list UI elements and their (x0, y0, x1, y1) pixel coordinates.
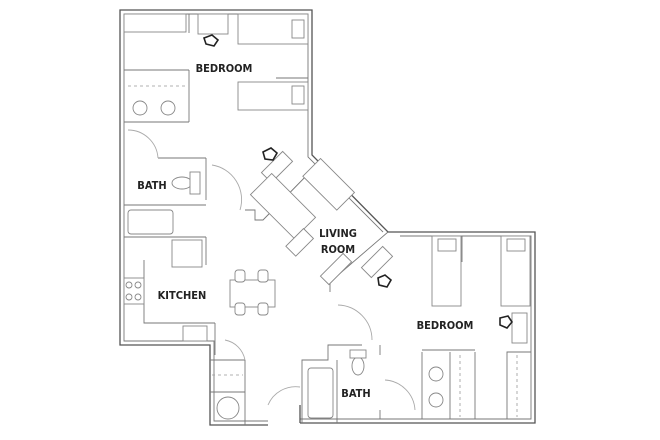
chair-icon (202, 34, 220, 47)
door-entry (267, 386, 301, 406)
room-label-bedroom-1: BEDROOM (196, 62, 253, 75)
door-bath-1 (127, 129, 159, 159)
room-label-room: ROOM (321, 243, 355, 256)
room-label-bath-1: BATH (137, 179, 166, 192)
furniture (123, 13, 531, 420)
room-label-kitchen: KITCHEN (158, 289, 207, 302)
room-labels: BEDROOM BATH KITCHEN LIVING ROOM BEDROOM… (137, 62, 473, 400)
room-label-bedroom-2: BEDROOM (417, 319, 474, 332)
interior-walls (124, 14, 531, 425)
room-label-living: LIVING (319, 227, 357, 240)
door-closet (224, 339, 246, 361)
chair-icon (377, 274, 393, 288)
chair-icon (262, 147, 279, 161)
door-bath-2 (384, 379, 416, 411)
doors[interactable] (127, 129, 416, 411)
room-label-bath-2: BATH (341, 387, 370, 400)
chair-icon (499, 315, 513, 329)
door-bedroom-2 (337, 304, 373, 341)
door-bedroom-1 (211, 164, 243, 211)
outer-walls (119, 9, 536, 426)
